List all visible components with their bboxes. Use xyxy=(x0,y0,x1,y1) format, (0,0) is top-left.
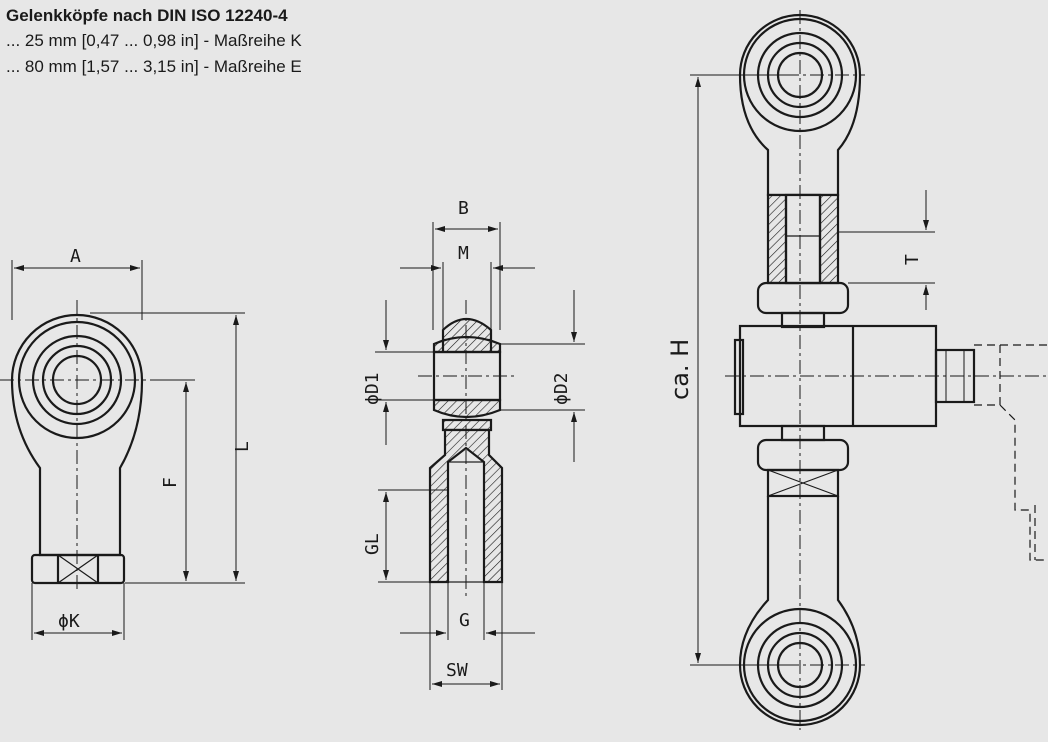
assembly-view xyxy=(690,10,1048,730)
heading-range-e: ... 80 mm [1,57 ... 3,15 in] - Maßreihe … xyxy=(6,57,302,76)
dim-k-label: ϕK xyxy=(58,611,80,632)
heading: Gelenkköpfe nach DIN ISO 12240-4 ... 25 … xyxy=(6,4,302,80)
heading-title: Gelenkköpfe nach DIN ISO 12240-4 xyxy=(6,6,288,25)
dim-m-label: M xyxy=(458,243,469,264)
dim-g-label: G xyxy=(459,610,470,631)
dim-a-label: A xyxy=(70,246,81,267)
dim-sw-label: SW xyxy=(446,660,468,681)
dim-gl-label: GL xyxy=(362,533,383,555)
rod-end-section-view xyxy=(375,222,585,690)
heading-range-k: ... 25 mm [0,47 ... 0,98 in] - Maßreihe … xyxy=(6,31,302,50)
rod-end-front-view xyxy=(0,260,245,640)
dim-d1-label: ϕD1 xyxy=(362,372,383,405)
dim-h-label: ca. H xyxy=(666,339,694,400)
dim-t-label: T xyxy=(902,254,923,265)
dim-b-label: B xyxy=(458,198,469,219)
dim-d2-label: ϕD2 xyxy=(551,372,572,405)
dim-l-label: L xyxy=(232,441,253,452)
dim-f-label: F xyxy=(160,477,181,488)
